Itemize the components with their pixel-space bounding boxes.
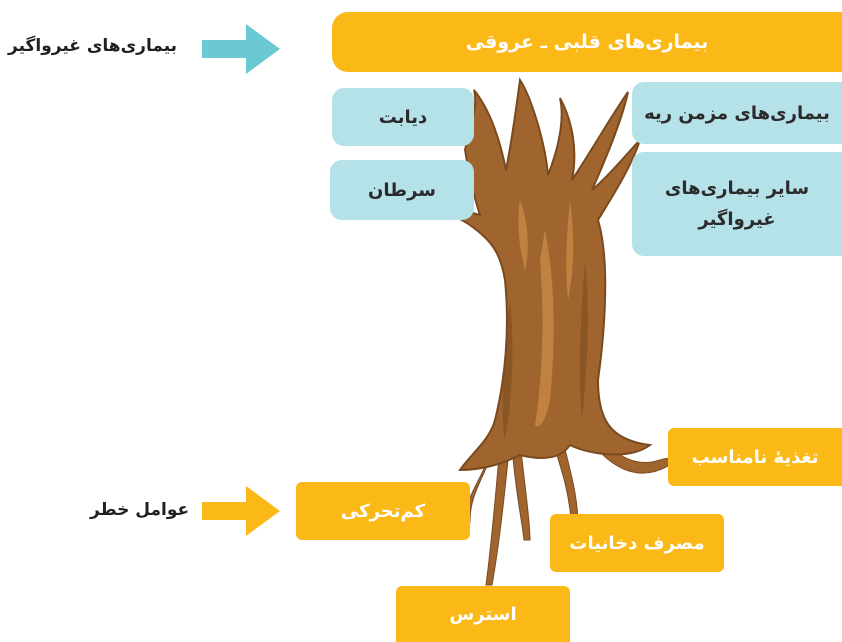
tree-trunk bbox=[428, 77, 653, 472]
risk-factors-label: عوامل خطر bbox=[90, 500, 190, 520]
trunk-shadows bbox=[502, 260, 588, 440]
smoking-box: مصرف دخانیات bbox=[550, 514, 724, 572]
other-noncommunicable-box: سایر بیماری‌های غیرواگیر bbox=[632, 152, 842, 256]
trunk-highlights bbox=[518, 200, 574, 427]
inactivity-box: کم‌تحرکی bbox=[296, 482, 470, 540]
poor-nutrition-box: تغذیهٔ نامناسب bbox=[668, 428, 842, 486]
cardiovascular-box: بیماری‌های قلبی ـ عروقی bbox=[332, 12, 842, 72]
diabetes-box: دیابت bbox=[332, 88, 474, 146]
arrow-right-icon bbox=[202, 486, 280, 536]
noncommunicable-diseases-label: بیماری‌های غیرواگیر bbox=[8, 36, 178, 56]
chronic-lung-disease-box: بیماری‌های مزمن ریه bbox=[632, 82, 842, 144]
stress-box: استرس bbox=[396, 586, 570, 642]
arrow-right-icon bbox=[202, 24, 280, 74]
cancer-box: سرطان bbox=[330, 160, 474, 220]
